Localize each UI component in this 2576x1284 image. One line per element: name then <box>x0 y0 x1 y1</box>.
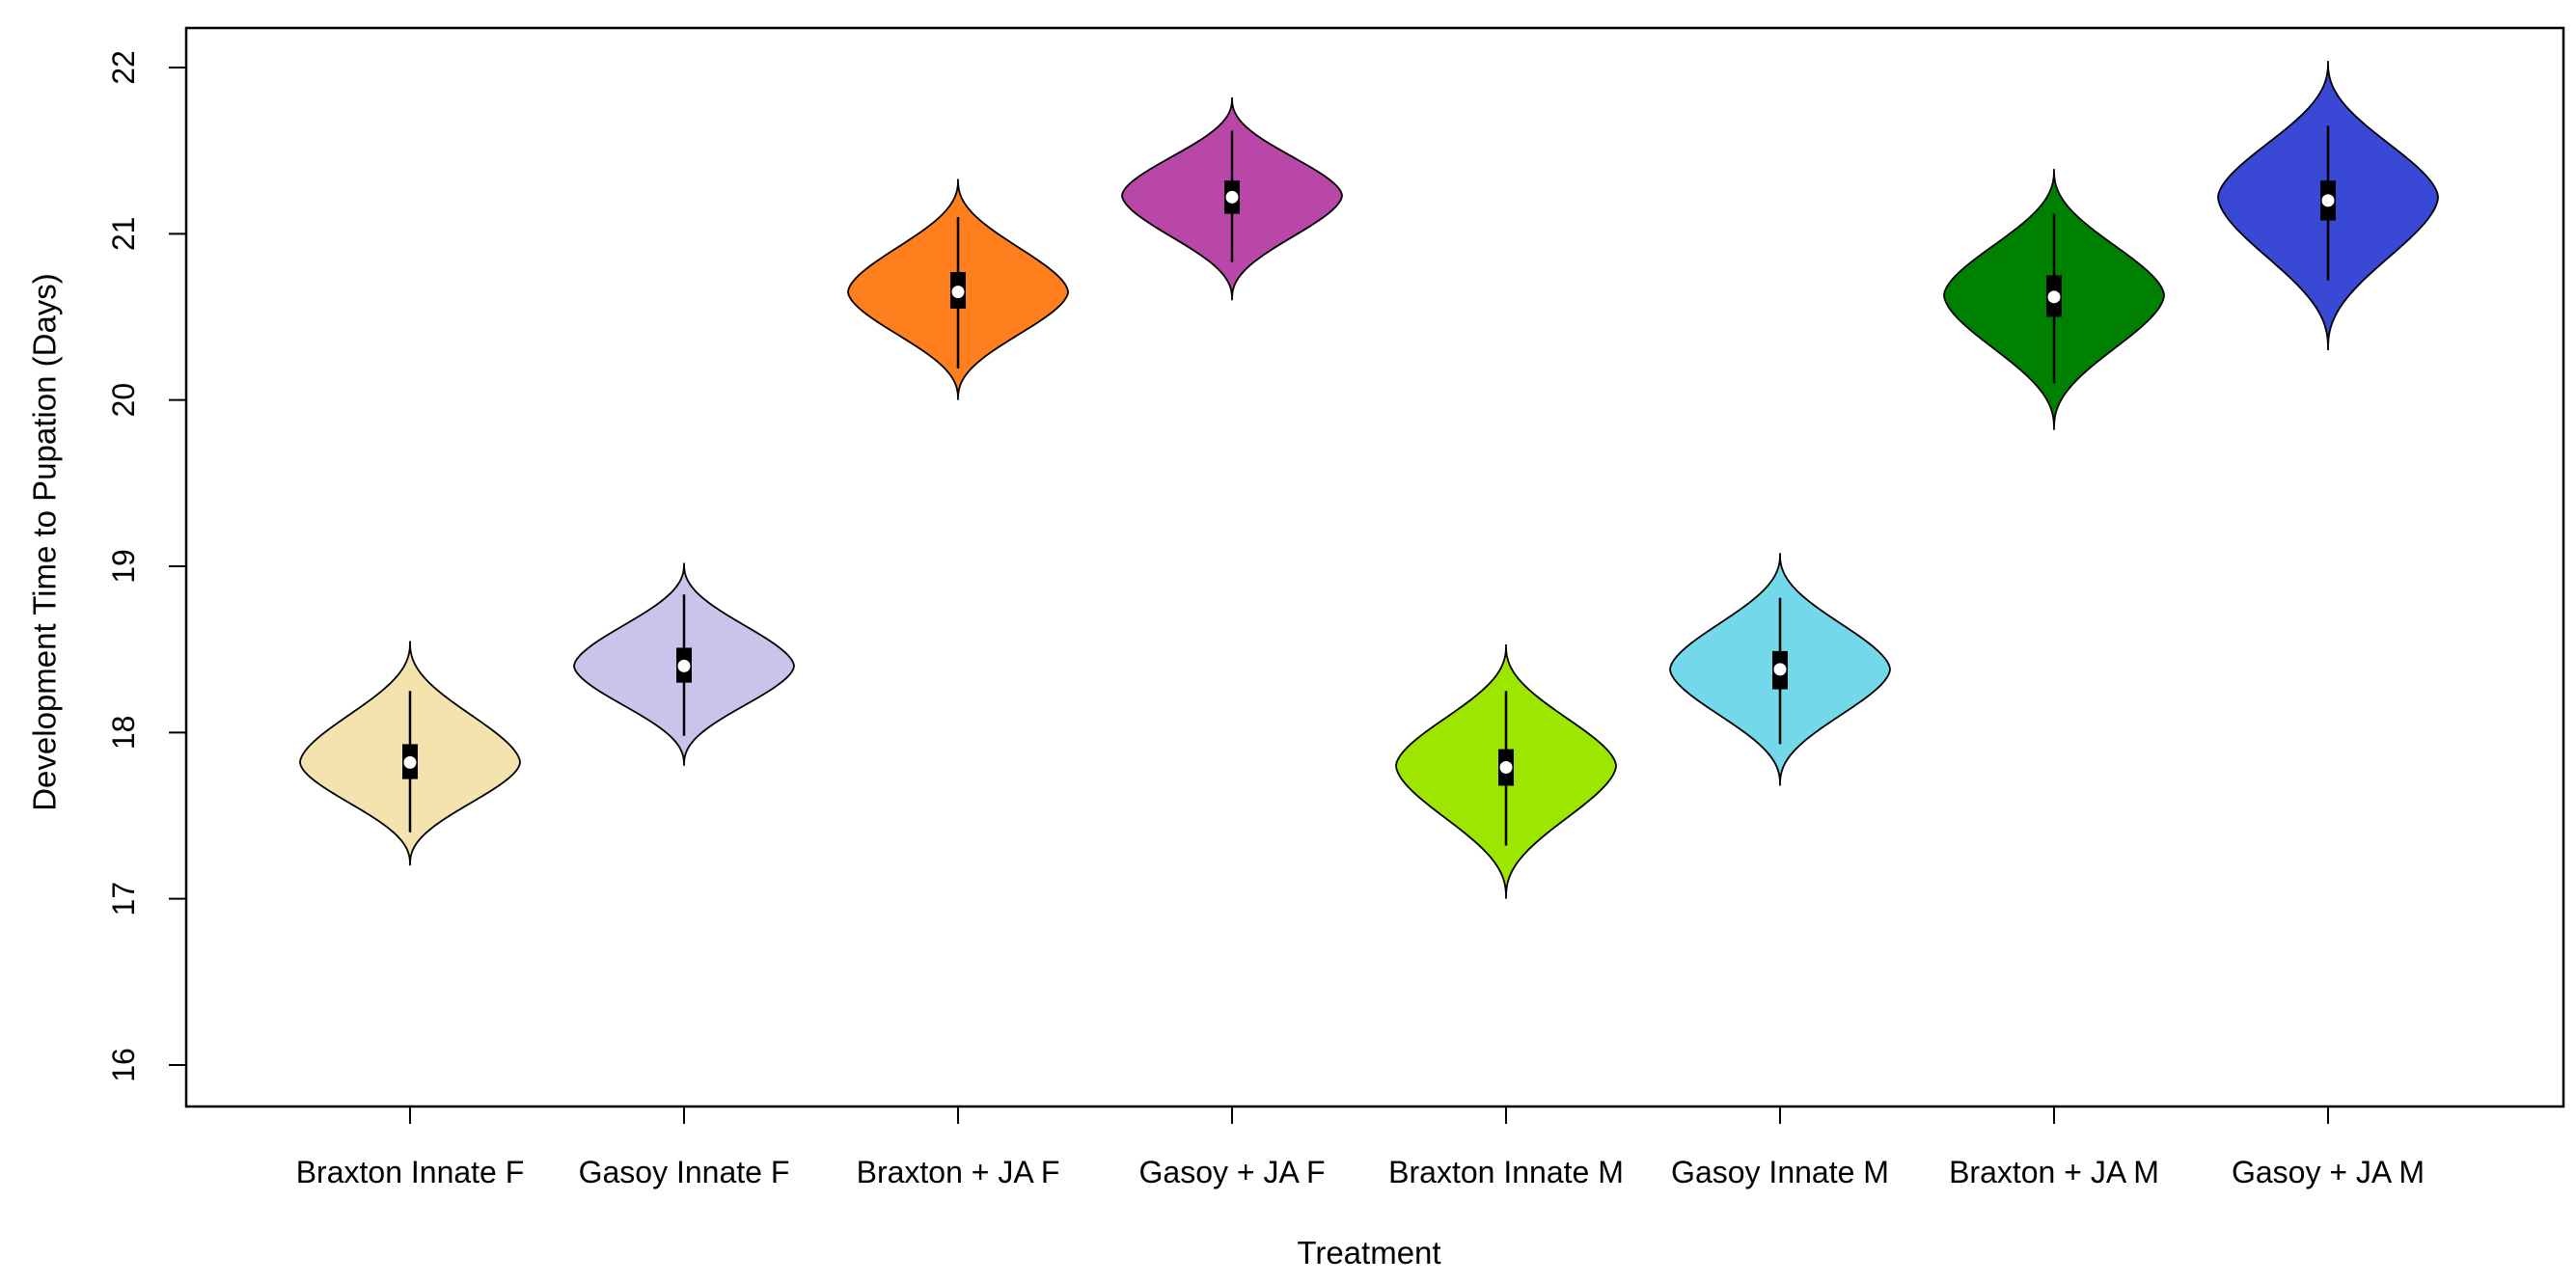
violin-median-point <box>2047 290 2061 304</box>
violin-median-point <box>951 286 965 299</box>
y-tick-label: 19 <box>106 549 141 584</box>
violin-median-point <box>1225 190 1239 204</box>
x-tick-label: Braxton + JA M <box>1949 1155 2159 1189</box>
x-tick-label: Gasoy + JA M <box>2232 1155 2425 1189</box>
x-axis-title: Treatment <box>1297 1235 1440 1270</box>
violin-group <box>573 562 795 766</box>
x-tick-label: Gasoy Innate F <box>579 1155 790 1189</box>
x-axis: Braxton Innate F Gasoy Innate F Braxton + … <box>296 1106 2425 1189</box>
violin-median-point <box>2321 194 2335 207</box>
y-axis-title: Development Time to Pupation (Days) <box>27 273 63 811</box>
violin-median-point <box>403 755 417 769</box>
x-tick-label: Braxton Innate F <box>296 1155 525 1189</box>
violin-median-point <box>677 659 691 672</box>
y-tick-label: 18 <box>106 716 141 751</box>
violin-group <box>1395 643 1617 899</box>
violins-layer <box>299 61 2439 899</box>
y-tick-label: 22 <box>106 50 141 85</box>
y-tick-label: 17 <box>106 882 141 916</box>
violin-median-point <box>1499 761 1513 775</box>
x-tick-label: Braxton + JA F <box>857 1155 1060 1189</box>
y-tick-label: 21 <box>106 217 141 252</box>
violin-group <box>1121 97 1343 301</box>
y-axis: 16 17 18 19 20 21 22 <box>106 50 187 1082</box>
violin-group <box>299 641 521 866</box>
violin-group <box>1943 169 2165 430</box>
x-tick-label: Gasoy Innate M <box>1671 1155 1889 1189</box>
violin-group <box>847 178 1069 400</box>
y-tick-label: 20 <box>106 383 141 418</box>
violin-group <box>1669 553 1891 786</box>
y-tick-label: 16 <box>106 1048 141 1082</box>
violin-median-point <box>1773 663 1787 676</box>
x-tick-label: Gasoy + JA F <box>1139 1155 1326 1189</box>
x-tick-label: Braxton Innate M <box>1388 1155 1624 1189</box>
violin-group <box>2217 61 2439 350</box>
